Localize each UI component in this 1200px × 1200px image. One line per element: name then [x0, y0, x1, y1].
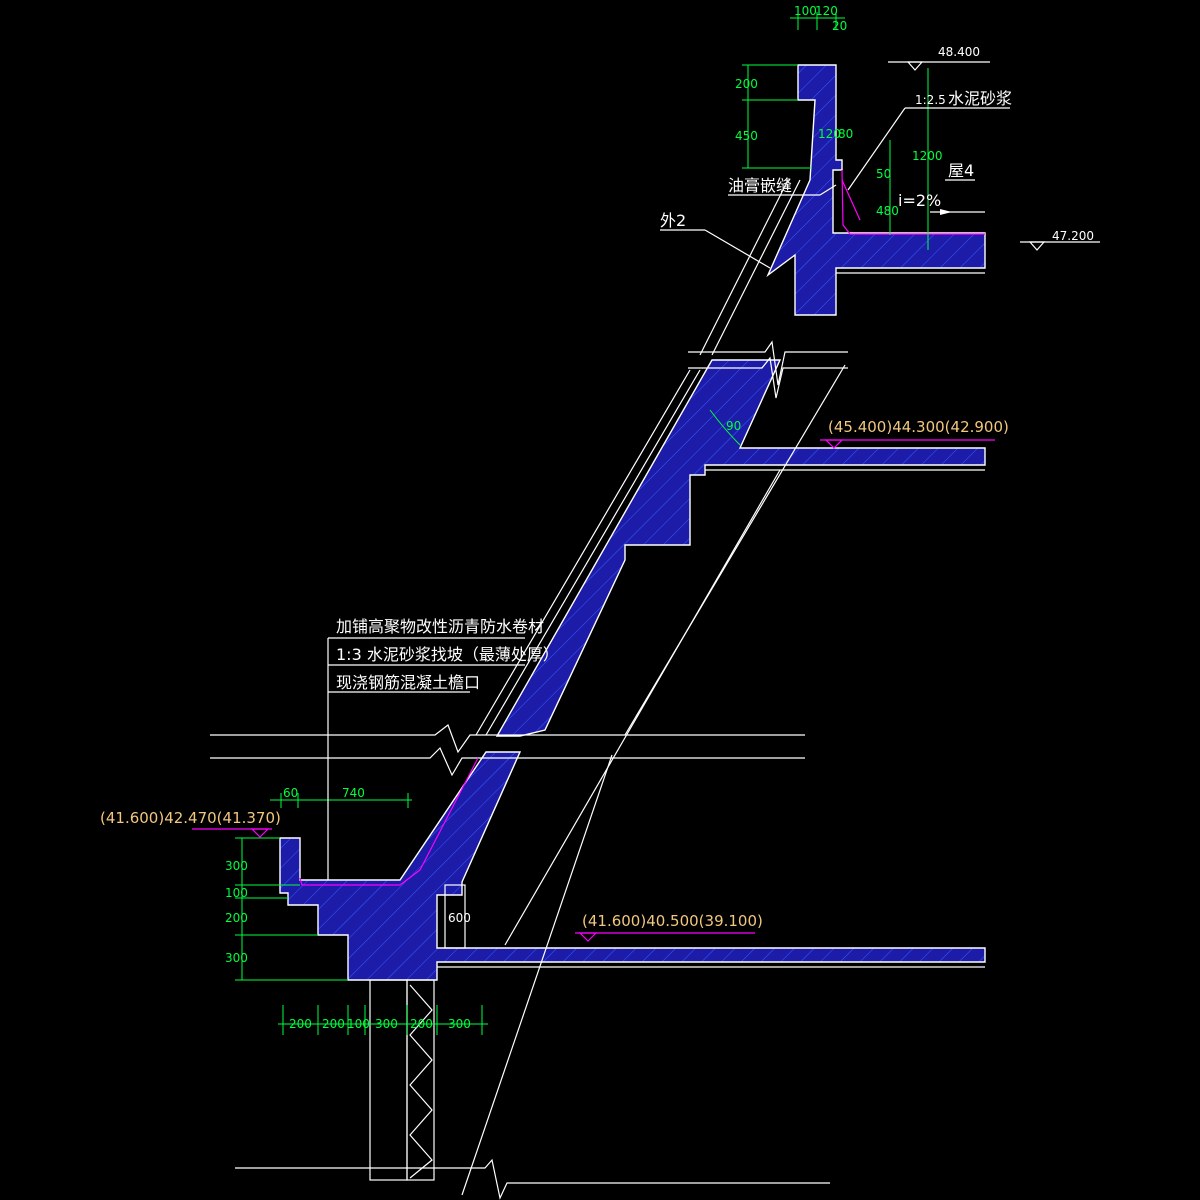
brick-zigzag — [409, 984, 433, 1179]
elev-mid: (45.400)44.300(42.900) — [828, 418, 1009, 436]
mortar-ratio: 1:2.5 — [915, 93, 946, 107]
gutter-concrete — [279, 751, 986, 981]
slope-arrowhead — [940, 209, 952, 215]
dim-top-120: 120 — [815, 4, 838, 18]
dim-600-box — [444, 884, 466, 949]
elev-floor-triangle — [578, 932, 598, 942]
dim-parapet-1200: 1200 — [912, 149, 943, 163]
wall-outer-line-1 — [711, 179, 801, 356]
column-left — [369, 979, 408, 1181]
elev-top: 48.400 — [938, 45, 980, 59]
dim-bottom-1: 200 — [322, 1017, 345, 1031]
brick-wall — [406, 979, 435, 1181]
mortar-leader-2 — [847, 107, 906, 191]
elev-gutter: (41.600)42.470(41.370) — [100, 809, 281, 827]
dim-top-100: 100 — [794, 4, 817, 18]
dim-parapet-120: 120 — [818, 127, 841, 141]
dim-gutter-v200: 200 — [225, 911, 248, 925]
slope-label: i=2% — [898, 191, 941, 210]
break-line-upper-1 — [688, 340, 848, 386]
roof-label: 屋4 — [948, 161, 974, 180]
angle-90: 90 — [726, 419, 741, 433]
sealant-label: 油膏嵌缝 — [728, 176, 792, 195]
upper-parapet-concrete — [766, 64, 986, 316]
elev-top-triangle — [906, 61, 924, 71]
dim-gutter-60: 60 — [283, 786, 298, 800]
wall-label: 外2 — [660, 211, 686, 230]
membrane-upper-slope — [841, 179, 861, 221]
dim-parapet-50: 50 — [876, 167, 891, 181]
callout-text-3: 现浇钢筋混凝土檐口 — [336, 673, 480, 692]
mortar-label: 水泥砂浆 — [948, 89, 1012, 108]
dim-bottom-3: 300 — [375, 1017, 398, 1031]
dim-top-20: 20 — [832, 19, 847, 33]
wall-outer-line-3 — [485, 369, 701, 736]
ref-diagonal-2 — [624, 364, 846, 736]
break-line-lower-2 — [210, 746, 805, 777]
dim-parapet-480: 480 — [876, 204, 899, 218]
wall-outer-line-4 — [475, 369, 691, 736]
elev-floor: (41.600)40.500(39.100) — [582, 912, 763, 930]
ref-diagonal-3 — [461, 754, 613, 1196]
dim-gutter-v100: 100 — [225, 886, 248, 900]
membrane-upper — [841, 169, 985, 235]
dim-gutter-v300a: 300 — [225, 859, 248, 873]
callout-text-2: 1:3 水泥砂浆找坡（最薄处厚） — [336, 645, 559, 664]
elev-roof-triangle — [1028, 241, 1046, 251]
break-line-upper-2 — [688, 356, 848, 399]
ref-diagonal-1 — [504, 469, 781, 946]
dim-bottom-5: 300 — [448, 1017, 471, 1031]
dim-bottom-4: 200 — [410, 1017, 433, 1031]
elev-gutter-triangle — [250, 828, 270, 838]
elev-roof: 47.200 — [1052, 229, 1094, 243]
dim-parapet-80: 80 — [838, 127, 853, 141]
dim-parapet-200: 200 — [735, 77, 758, 91]
elev-mid-triangle — [824, 439, 844, 449]
dim-parapet-450: 450 — [735, 129, 758, 143]
break-line-bottom — [235, 1158, 830, 1200]
dim-600: 600 — [448, 911, 471, 925]
dim-bottom-0: 200 — [289, 1017, 312, 1031]
callout-text-1: 加铺高聚物改性沥青防水卷材 — [336, 617, 544, 636]
wall-leader-2 — [704, 229, 771, 269]
angle-arc — [709, 409, 741, 446]
dim-gutter-v300b: 300 — [225, 951, 248, 965]
wall-outer-line-2 — [699, 179, 789, 356]
dim-bottom-2: 100 — [347, 1017, 370, 1031]
sloped-slab-concrete — [495, 359, 986, 737]
dim-gutter-740: 740 — [342, 786, 365, 800]
membrane-gutter — [299, 757, 479, 886]
sealant-leader-2 — [819, 184, 837, 196]
break-line-lower-1 — [210, 724, 805, 754]
